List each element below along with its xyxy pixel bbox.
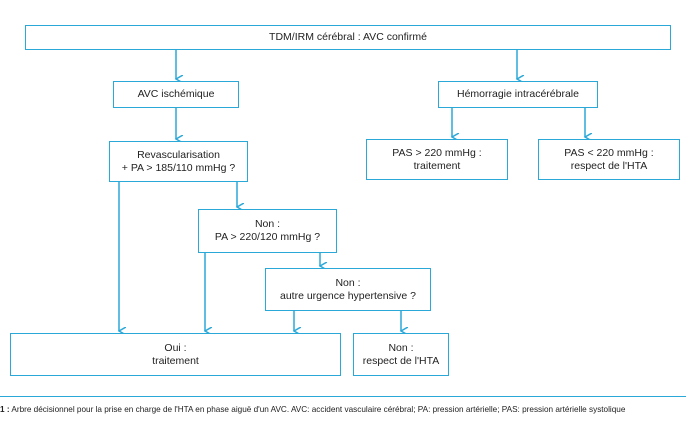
pas-high-label: PAS > 220 mmHg : traitement — [392, 146, 482, 172]
revasc-label: Revascularisation + PA > 185/110 mmHg ? — [121, 148, 236, 174]
oui-traitement-label: Oui : traitement — [152, 341, 199, 367]
pas-high-box: PAS > 220 mmHg : traitement — [366, 139, 508, 180]
root-label: TDM/IRM cérébral : AVC confirmé — [269, 31, 427, 43]
revasc-box: Revascularisation + PA > 185/110 mmHg ? — [109, 141, 248, 182]
figure-caption: 1 : Arbre décisionnel pour la prise en c… — [0, 405, 686, 414]
ischemic-box: AVC ischémique — [113, 81, 239, 108]
ischemic-label: AVC ischémique — [137, 88, 215, 100]
caption-divider — [0, 396, 686, 397]
root-box: TDM/IRM cérébral : AVC confirmé — [25, 25, 671, 50]
caption-text: Arbre décisionnel pour la prise en charg… — [11, 405, 626, 414]
hemorrhage-box: Hémorragie intracérébrale — [438, 81, 598, 108]
oui-traitement-box: Oui : traitement — [10, 333, 341, 376]
non-respect-label: Non : respect de l'HTA — [362, 341, 440, 367]
non-pa-box: Non : PA > 220/120 mmHg ? — [198, 209, 337, 253]
non-respect-box: Non : respect de l'HTA — [353, 333, 449, 376]
pas-low-label: PAS < 220 mmHg : respect de l'HTA — [564, 146, 654, 172]
non-pa-label: Non : PA > 220/120 mmHg ? — [214, 218, 321, 243]
pas-low-box: PAS < 220 mmHg : respect de l'HTA — [538, 139, 680, 180]
caption-label: 1 : — [0, 405, 10, 414]
non-urgence-label: Non : autre urgence hypertensive ? — [279, 276, 416, 302]
hemorrhage-label: Hémorragie intracérébrale — [457, 88, 579, 100]
non-urgence-box: Non : autre urgence hypertensive ? — [265, 268, 431, 311]
